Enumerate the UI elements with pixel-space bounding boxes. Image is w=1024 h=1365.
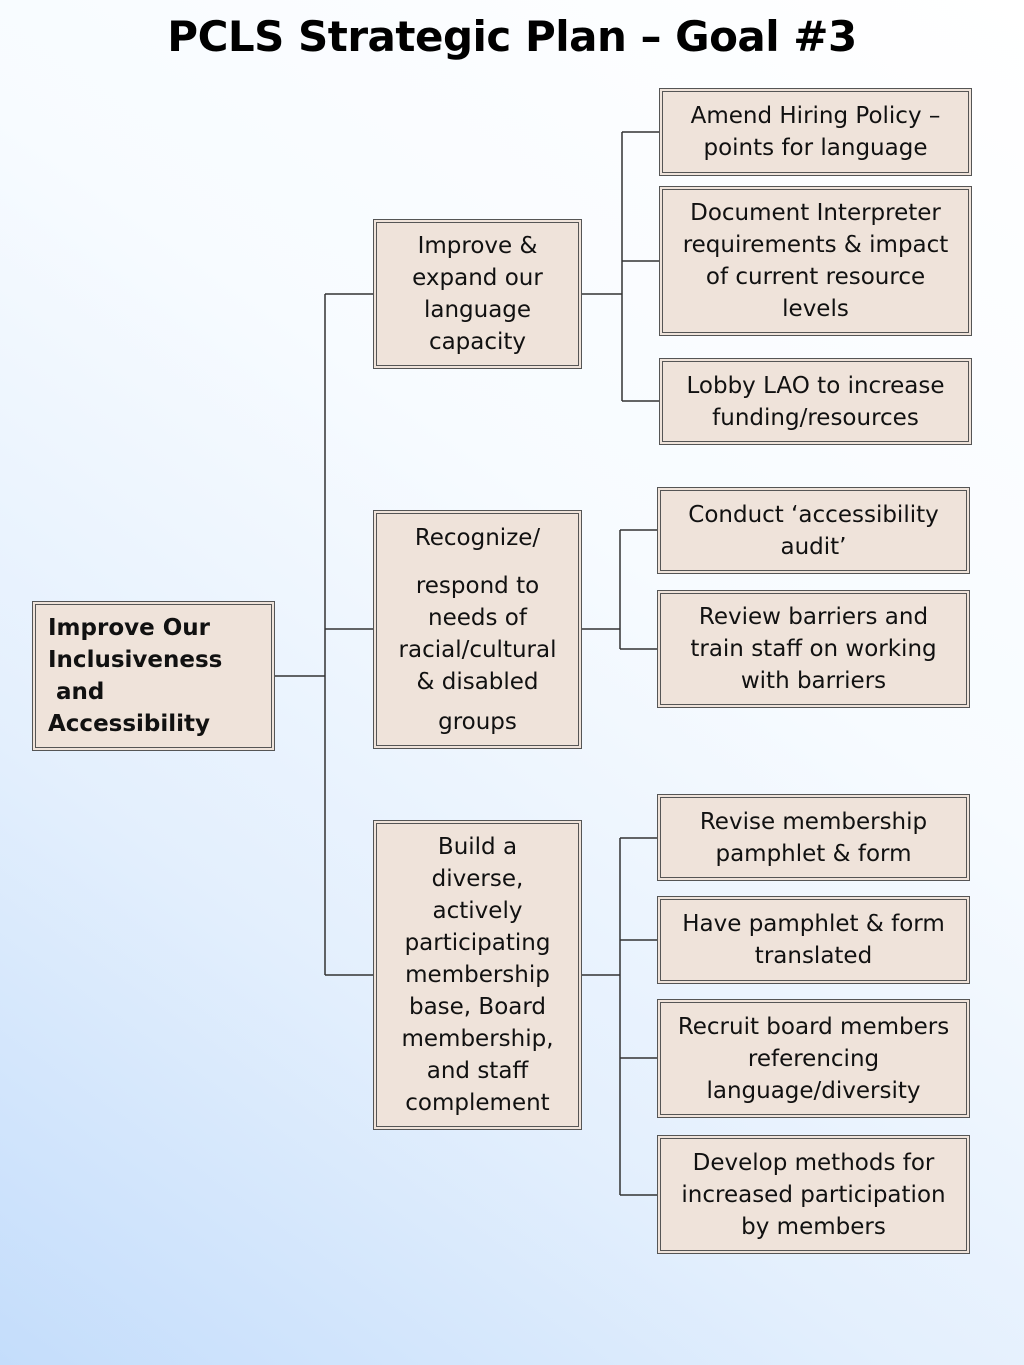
action-line: by members [741,1213,886,1240]
objective-line: membership, [401,1026,554,1052]
goal-line-2: Inclusiveness [48,647,223,673]
action-line: Recruit board members [677,1013,950,1040]
action-line: Review barriers and [698,604,929,630]
objective-line: complement [405,1090,550,1116]
objective-line: and staff [426,1058,529,1084]
goal-line-1: Improve Our [48,615,210,641]
action-line: translated [754,943,873,969]
objective-line: language [423,297,532,323]
action-line: increased participation [681,1181,946,1208]
goal-line-3: and [48,679,105,705]
action-lobby-lao: Lobby LAO to increase funding/resources [659,358,972,445]
objective-line: Recognize/ [414,524,541,551]
action-line: pamphlet & form [715,840,912,867]
objective-line: membership [405,962,550,988]
objective-line: groups [438,708,517,735]
action-line: Revise membership [699,808,928,835]
action-translate-pamphlet: Have pamphlet & form translated [657,896,970,984]
objective-line: Build a [437,834,518,860]
action-line: of current resource [705,264,926,290]
objective-line: participating [404,930,551,956]
action-line: points for language [703,135,928,161]
action-line: Amend Hiring Policy – [690,103,941,129]
goal-line-4: Accessibility [48,711,211,737]
action-line: language/diversity [706,1077,921,1104]
action-develop-participation: Develop methods for increased participat… [657,1135,970,1254]
action-accessibility-audit: Conduct ‘accessibility audit’ [657,487,970,574]
objective-diverse-membership: Build a diverse, actively participating … [373,820,582,1130]
action-document-interpreter: Document Interpreter requirements & impa… [659,186,972,336]
action-line: referencing [747,1045,880,1072]
action-line: Document Interpreter [690,200,941,226]
action-line: Lobby LAO to increase [686,372,945,399]
objective-line: respond to [415,572,540,599]
action-revise-pamphlet: Revise membership pamphlet & form [657,794,970,881]
action-line: requirements & impact [682,232,949,258]
objective-line: capacity [428,329,527,355]
action-line: Develop methods for [692,1149,935,1176]
objective-line: diverse, [431,866,524,892]
objective-line: & disabled [416,668,539,695]
action-recruit-board: Recruit board members referencing langua… [657,999,970,1118]
action-line: audit’ [780,533,847,560]
action-amend-hiring-policy: Amend Hiring Policy – points for languag… [659,88,972,176]
objective-line: actively [432,898,523,924]
objective-language-capacity: Improve & expand our language capacity [373,219,582,369]
action-line: train staff on working [690,636,937,662]
objective-line: expand our [412,265,543,291]
objective-line: racial/cultural [398,636,557,663]
objective-respond-needs: Recognize/ respond to needs of racial/cu… [373,510,582,749]
action-line: funding/resources [712,404,919,431]
objective-line: base, Board [408,994,547,1020]
action-line: Conduct ‘accessibility [688,501,939,528]
goal-box: Improve Our Inclusiveness and Accessibil… [32,601,275,751]
action-line: levels [782,296,849,322]
page-title: PCLS Strategic Plan – Goal #3 [167,12,857,61]
action-line: Have pamphlet & form [682,911,945,937]
objective-line: needs of [428,604,527,631]
action-line: with barriers [740,668,887,694]
action-review-barriers: Review barriers and train staff on worki… [657,590,970,708]
objective-line: Improve & [417,233,538,259]
